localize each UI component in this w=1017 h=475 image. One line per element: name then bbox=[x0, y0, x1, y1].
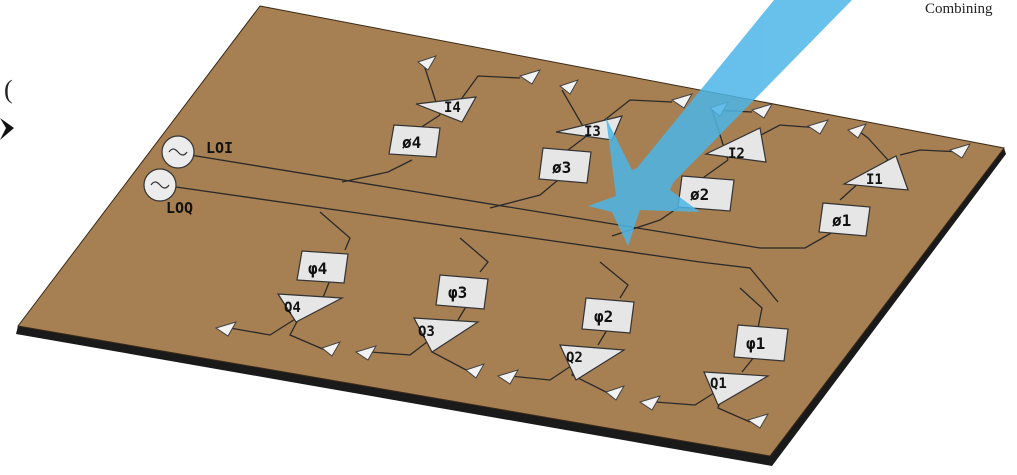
loi-label: LOI bbox=[206, 139, 233, 157]
phase-box-i3 bbox=[538, 147, 592, 184]
phase-label-q2: φ2 bbox=[594, 307, 613, 326]
amp-label-i4: I4 bbox=[444, 100, 461, 116]
i-channel-4: ø4 I4 bbox=[388, 96, 478, 158]
phase-box-q1 bbox=[733, 324, 789, 362]
i3-branch bbox=[489, 89, 673, 209]
loi-line bbox=[177, 152, 841, 249]
q2-branch bbox=[509, 261, 629, 395]
i2-branch bbox=[611, 109, 821, 237]
phase-label-i4: ø4 bbox=[402, 133, 421, 152]
left-partial-symbol: ( bbox=[4, 75, 13, 104]
amp-label-q3: Q3 bbox=[418, 324, 435, 340]
q4-branch bbox=[229, 211, 351, 351]
phase-label-q4: φ4 bbox=[308, 259, 327, 278]
phase-label-i1: ø1 bbox=[832, 211, 851, 230]
beam-arrowhead-icon bbox=[588, 118, 700, 246]
amplifier-q1-icon bbox=[703, 371, 771, 406]
amp-label-q1: Q1 bbox=[710, 376, 727, 392]
i-channel-2: ø2 I2 bbox=[677, 127, 767, 212]
amplifier-i4-icon bbox=[415, 96, 478, 123]
phase-box-q2 bbox=[581, 297, 635, 334]
amplifier-i2-icon bbox=[703, 127, 767, 163]
phase-label-q1: φ1 bbox=[746, 334, 765, 353]
amplifier-q2-icon bbox=[559, 344, 626, 381]
phase-box-q3 bbox=[435, 274, 489, 310]
amp-label-q4: Q4 bbox=[284, 300, 301, 316]
amp-label-i3: I3 bbox=[584, 124, 601, 140]
oscillator-loq: LOQ bbox=[143, 168, 193, 217]
amplifier-q4-icon bbox=[276, 293, 345, 323]
loq-label: LOQ bbox=[166, 199, 193, 217]
i-channel-1: ø1 I1 bbox=[818, 155, 909, 237]
i-channel-3: ø3 I3 bbox=[538, 115, 624, 184]
q-channel-2: φ2 Q2 bbox=[559, 297, 635, 381]
amplifier-i1-icon bbox=[841, 155, 909, 191]
phase-box-i2 bbox=[677, 175, 735, 212]
incoming-beam bbox=[588, 0, 852, 246]
phase-label-i3: ø3 bbox=[552, 158, 571, 177]
beam-shaft bbox=[632, 0, 852, 196]
oscillator-loi: LOI bbox=[161, 135, 233, 169]
q3-branch bbox=[369, 237, 489, 373]
q1-branch bbox=[654, 287, 763, 423]
q-channel-1: φ1 Q1 bbox=[703, 324, 789, 406]
phase-box-q4 bbox=[296, 250, 349, 284]
q-channel-3: φ3 Q3 bbox=[412, 274, 489, 353]
amplifier-i3-icon bbox=[555, 115, 624, 141]
loq-line bbox=[161, 184, 779, 303]
q-channel-4: φ4 Q4 bbox=[276, 250, 349, 323]
phase-box-i4 bbox=[388, 124, 441, 158]
amp-label-i1: I1 bbox=[866, 172, 883, 188]
i4-branch bbox=[341, 59, 521, 183]
amplifier-q3-icon bbox=[412, 317, 480, 353]
incoming-arrow-icon bbox=[0, 118, 14, 140]
phase-label-i2: ø2 bbox=[690, 185, 709, 204]
phase-label-q3: φ3 bbox=[448, 283, 467, 302]
caption-text: Combining bbox=[925, 1, 993, 17]
phase-box-i1 bbox=[818, 202, 871, 237]
amp-label-q2: Q2 bbox=[566, 350, 583, 366]
amp-label-i2: I2 bbox=[728, 146, 745, 162]
